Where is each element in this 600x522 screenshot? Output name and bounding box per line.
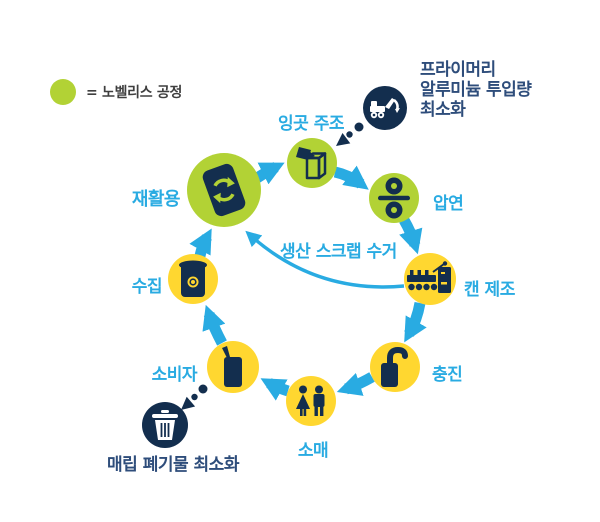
node-collection	[168, 254, 218, 304]
node-ingot-casting	[287, 138, 337, 188]
collection-bin-icon	[176, 259, 210, 299]
node-consumer	[207, 341, 259, 393]
primary-input-line: 프라이머리	[420, 60, 496, 80]
node-recycling	[187, 153, 261, 227]
primary-input-line: 최소화	[420, 100, 466, 120]
arrow-consumer-to-collection	[202, 304, 227, 346]
legend: = 노벨리스 공정	[50, 79, 182, 105]
node-rolling	[369, 173, 419, 223]
legend-label: = 노벨리스 공정	[86, 85, 183, 101]
rolling-mill-icon	[376, 176, 412, 220]
arrow-collection-to-recycling	[189, 228, 212, 258]
label-collection: 수집	[131, 277, 163, 297]
can-filling-icon	[378, 346, 412, 388]
label-can-making: 캔 제조	[464, 280, 515, 300]
dotted-arrow-primary-input	[336, 122, 364, 146]
trash-icon	[151, 410, 179, 440]
arrow-retail-to-consumer	[260, 378, 290, 401]
landfill-text: 매립 폐기물 최소화	[107, 455, 239, 475]
label-rolling: 압연	[433, 194, 464, 214]
ingot-casting-icon	[287, 138, 337, 188]
landfill-circle	[142, 402, 188, 448]
node-filling	[370, 342, 420, 392]
dotted-arrow-landfill	[181, 384, 208, 410]
label-scrap-return: 생산 스크랩 수거	[280, 242, 397, 262]
label-consumer: 소비자	[151, 365, 198, 385]
label-recycling: 재활용	[131, 189, 181, 210]
recycling-can-icon	[187, 153, 261, 227]
node-can-making	[404, 253, 456, 305]
label-ingot-casting: 잉곳 주조	[278, 114, 344, 134]
drink-can-icon	[217, 345, 249, 389]
arrow-rolling-to-can	[399, 217, 423, 255]
novelis-process-legend-dot	[50, 79, 76, 105]
node-retail	[286, 376, 336, 426]
primary-input-text: 프라이머리 알루미늄 투입량 최소화	[420, 60, 532, 120]
arrow-can-to-filling	[404, 301, 427, 343]
arrow-filling-to-retail	[336, 372, 375, 396]
label-filling: 충진	[432, 365, 463, 385]
excavator-icon	[369, 96, 401, 120]
label-retail: 소매	[297, 441, 329, 461]
can-factory-icon	[406, 260, 454, 298]
shoppers-icon	[293, 385, 329, 417]
primary-input-line: 알루미늄 투입량	[420, 80, 532, 100]
arrow-ingot-to-rolling	[333, 165, 369, 190]
primary-input-circle	[363, 86, 407, 130]
arrow-scrap-return	[245, 230, 405, 289]
